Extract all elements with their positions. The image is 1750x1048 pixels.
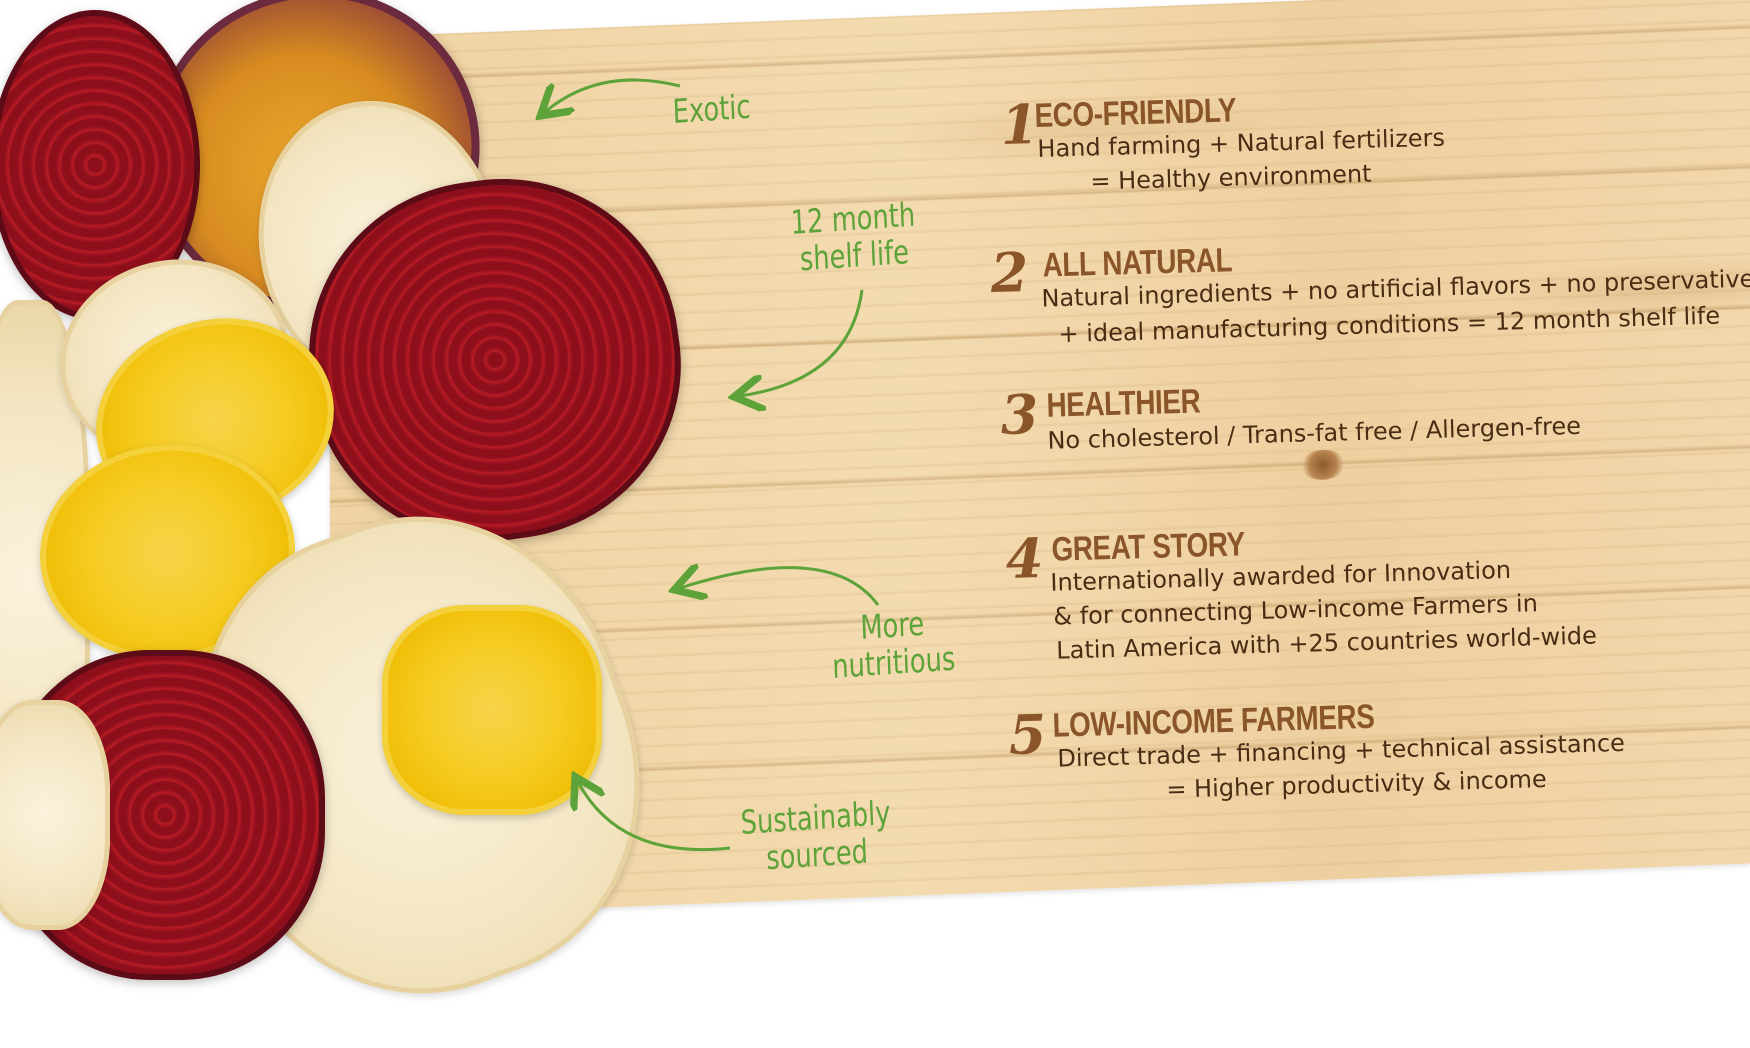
benefit-number: 4	[1004, 525, 1045, 591]
benefit-number: 1	[999, 91, 1040, 157]
arrow-nutritious	[680, 568, 880, 606]
annotation-sustainably: Sustainably sourced	[740, 793, 893, 879]
arrow-shelf-life	[740, 289, 864, 396]
benefit-title: ALL NATURAL	[1042, 241, 1233, 285]
arrow-exotic	[545, 78, 681, 112]
benefit-title: GREAT STORY	[1050, 525, 1246, 569]
beet-chip	[0, 10, 200, 320]
benefit-number: 3	[999, 381, 1040, 447]
plantain-chip	[382, 605, 602, 815]
annotation-shelf-life: 12 month shelf life	[790, 195, 917, 279]
annotation-nutritious: More nutritious	[830, 604, 956, 686]
annotation-arrows	[0, 78, 880, 852]
benefit-number: 2	[989, 239, 1030, 305]
benefit-number: 5	[1007, 701, 1048, 767]
cassava-chip	[0, 700, 110, 930]
benefit-title: HEALTHIER	[1045, 382, 1201, 425]
arrow-sustainably	[578, 782, 731, 852]
annotation-exotic: Exotic	[671, 86, 752, 131]
